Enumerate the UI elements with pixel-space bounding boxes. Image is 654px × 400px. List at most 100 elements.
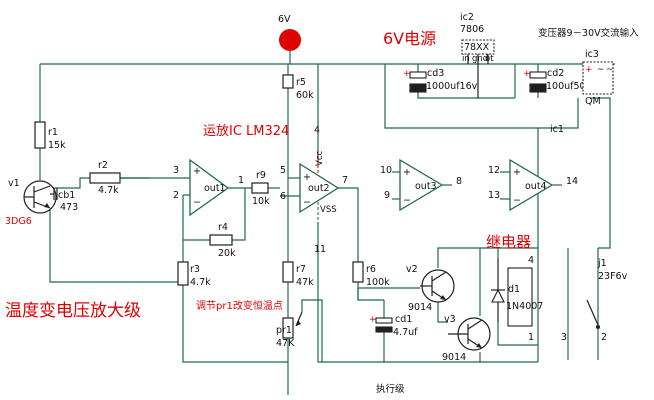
svg-text:3: 3	[561, 332, 567, 343]
svg-text:12: 12	[488, 165, 500, 176]
opamp-out3: out3 + − 10 9 8	[380, 158, 462, 212]
svg-text:1N4007: 1N4007	[506, 301, 543, 312]
svg-text:100k: 100k	[366, 277, 390, 288]
svg-text:+: +	[369, 315, 377, 325]
svg-text:v1: v1	[8, 178, 20, 189]
svg-text:v3: v3	[444, 314, 456, 325]
svg-text:v2: v2	[406, 264, 418, 275]
power-terminal-6v	[279, 29, 301, 51]
svg-text:+: +	[513, 167, 521, 178]
opamp-out4: out4 + − 12 13 14	[488, 158, 578, 212]
resistor-r6: r6 100k	[352, 261, 390, 288]
wires	[39, 63, 615, 395]
title-power: 6V电源	[383, 29, 436, 48]
svg-text:9014: 9014	[442, 352, 466, 363]
svg-text:~: ~	[606, 65, 613, 75]
svg-text:8: 8	[456, 176, 462, 187]
svg-text:ic3: ic3	[585, 49, 599, 60]
svg-text:3DG6: 3DG6	[5, 216, 32, 227]
svg-text:5: 5	[280, 165, 286, 176]
svg-text:Vcc: Vcc	[315, 151, 325, 166]
resistor-r4: r4 20k	[209, 222, 236, 259]
svg-text:−: −	[513, 195, 521, 206]
resistor-r7: r7 47k	[282, 261, 314, 288]
relay-switch-j1: j1 23F6v 3 2	[561, 258, 628, 343]
opamp-out2: out2 + − 5 6 7 4 11 Vcc VSS	[280, 125, 348, 255]
transistor-v2: v2 9014	[406, 264, 455, 313]
svg-text:4: 4	[314, 125, 320, 136]
svg-text:9: 9	[384, 190, 390, 201]
svg-text:r9: r9	[256, 170, 266, 181]
svg-text:473: 473	[60, 202, 78, 213]
note-adjust: 调节pr1改变恒温点	[196, 299, 283, 312]
transistor-v3: v3 9014	[442, 314, 491, 363]
svg-text:20k: 20k	[218, 248, 236, 259]
svg-text:+: +	[585, 65, 593, 75]
svg-text:+: +	[523, 69, 531, 79]
svg-text:10: 10	[380, 165, 392, 176]
title-amp-stage: 温度变电压放大级	[5, 301, 141, 321]
svg-text:4: 4	[528, 255, 534, 266]
svg-text:7806: 7806	[460, 24, 484, 35]
svg-text:r7: r7	[296, 264, 306, 275]
svg-text:cd3: cd3	[427, 68, 444, 79]
svg-text:14: 14	[566, 176, 578, 187]
label-6v: 6V	[278, 14, 291, 25]
relay-coil: 4 1	[507, 255, 534, 343]
svg-text:2: 2	[601, 332, 607, 343]
title-relay: 继电器	[486, 233, 531, 251]
svg-text:1: 1	[238, 175, 244, 186]
svg-text:r5: r5	[296, 77, 306, 88]
svg-text:−: −	[193, 197, 201, 208]
svg-text:60k: 60k	[296, 90, 314, 101]
svg-text:cd1: cd1	[395, 314, 412, 325]
svg-text:−: −	[403, 195, 411, 206]
svg-text:gnd: gnd	[472, 54, 488, 64]
svg-text:13: 13	[488, 190, 500, 201]
svg-text:4.7k: 4.7k	[98, 185, 119, 196]
capacitor-cd2: + cd2 100uf50v	[523, 68, 592, 93]
svg-text:out2: out2	[308, 183, 330, 194]
svg-text:out3: out3	[415, 181, 437, 192]
potentiometer-pr1: pr1 47K	[276, 311, 303, 349]
svg-text:+: +	[403, 69, 411, 79]
label-ic1: ic1	[550, 124, 564, 135]
resistor-r9: r9 10k	[251, 170, 270, 207]
diode-d1: d1 1N4007	[491, 258, 543, 322]
svg-text:10k: 10k	[252, 196, 270, 207]
svg-text:11: 11	[314, 244, 326, 255]
bridge-ic3: ic3 QM + ~ ~	[582, 49, 614, 107]
svg-text:9014: 9014	[408, 302, 432, 313]
svg-text:47k: 47k	[296, 277, 314, 288]
svg-text:d1: d1	[508, 284, 520, 295]
svg-text:−: −	[303, 197, 311, 208]
svg-text:pr1: pr1	[276, 325, 292, 336]
svg-text:+: +	[303, 172, 311, 183]
capacitor-cd3: + cd3 1000uf16v	[403, 68, 478, 93]
capacitor-cb1: cb1 473	[50, 188, 78, 213]
svg-text:6: 6	[280, 191, 286, 202]
svg-text:r1: r1	[48, 127, 58, 138]
svg-text:4.7uf: 4.7uf	[393, 327, 418, 338]
svg-text:out1: out1	[204, 183, 226, 194]
svg-text:QM: QM	[585, 96, 601, 107]
svg-text:r3: r3	[190, 264, 200, 275]
svg-text:cd2: cd2	[547, 68, 564, 79]
svg-text:r2: r2	[98, 160, 108, 171]
svg-text:+: +	[403, 167, 411, 178]
capacitor-cd1: + cd1 4.7uf	[369, 314, 418, 338]
svg-text:out4: out4	[525, 181, 547, 192]
transistor-v1: v1 3DG6	[5, 178, 57, 227]
svg-text:1: 1	[528, 332, 534, 343]
regulator-ic2: ic2 7806 78XX in gnd ot	[460, 12, 495, 98]
svg-text:15k: 15k	[48, 140, 66, 151]
svg-text:47K: 47K	[276, 338, 295, 349]
title-transformer: 变压器9－30V交流输入	[538, 27, 639, 39]
svg-text:+: +	[193, 166, 201, 177]
resistor-r1: r1 15k	[34, 121, 66, 151]
resistor-r2: r2 4.7k	[89, 160, 121, 196]
svg-text:7: 7	[342, 175, 348, 186]
svg-text:r4: r4	[218, 222, 228, 233]
svg-text:23F6v: 23F6v	[598, 271, 628, 282]
opamp-out1: out1 + − 3 2 1	[173, 158, 244, 217]
